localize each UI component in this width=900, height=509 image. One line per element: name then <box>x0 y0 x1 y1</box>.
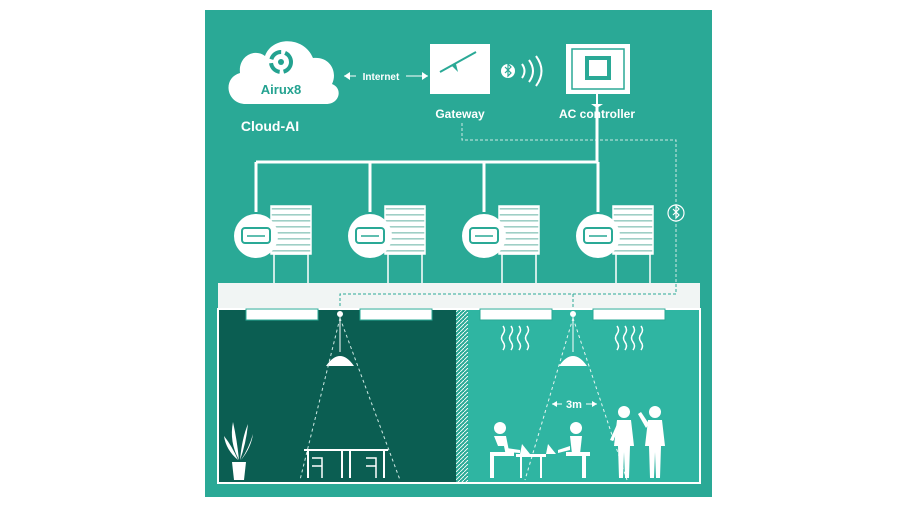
cloud-ai: Airux8 Cloud-AI <box>228 41 339 134</box>
sensor-link-overlay <box>339 284 677 309</box>
person-icon <box>570 422 582 434</box>
person-icon <box>618 406 630 418</box>
plant-icon <box>224 422 253 480</box>
wall-divider <box>456 309 468 483</box>
internet-link: Internet <box>344 69 428 83</box>
lamp-icon <box>559 356 587 366</box>
airux8-logo-icon <box>269 50 293 74</box>
unit-group-2 <box>348 205 426 285</box>
indoor-unit <box>479 308 553 321</box>
distance-marker: 3m <box>552 397 597 411</box>
outdoor-unit <box>612 205 654 255</box>
indoor-unit <box>359 308 433 321</box>
indoor-unit <box>592 308 666 321</box>
person-icon <box>494 422 506 434</box>
ceiling-slab <box>218 283 700 309</box>
unit-group-3 <box>462 205 540 285</box>
gateway-icon <box>430 44 490 94</box>
indoor-unit <box>245 308 319 321</box>
lamp-icon <box>326 356 354 366</box>
sensor-cone-right <box>524 311 628 481</box>
brand-name: Airux8 <box>261 82 301 97</box>
gateway-label: Gateway <box>435 107 485 121</box>
standing-people <box>610 406 665 478</box>
unit-group-1 <box>234 205 312 285</box>
room-outline <box>217 308 701 484</box>
sensor-cone-left <box>299 311 401 481</box>
person-icon <box>649 406 661 418</box>
internet-label: Internet <box>363 72 400 83</box>
seated-people <box>490 422 590 478</box>
control-bus <box>254 104 600 212</box>
ac-controller: AC controller <box>559 44 635 121</box>
airflow-icon <box>500 325 644 351</box>
unit-group-4 <box>576 205 654 285</box>
bluetooth-signal <box>501 55 543 87</box>
cloud-icon <box>228 41 339 104</box>
cloud-caption: Cloud-AI <box>241 118 299 134</box>
bluetooth-sensor <box>667 204 685 222</box>
dark-room <box>218 309 456 483</box>
distance-label: 3m <box>566 399 582 411</box>
indoor-units <box>245 308 666 321</box>
gateway-device: Gateway <box>430 44 490 121</box>
wifi-wave-icon <box>521 63 526 79</box>
empty-desks <box>304 449 388 478</box>
